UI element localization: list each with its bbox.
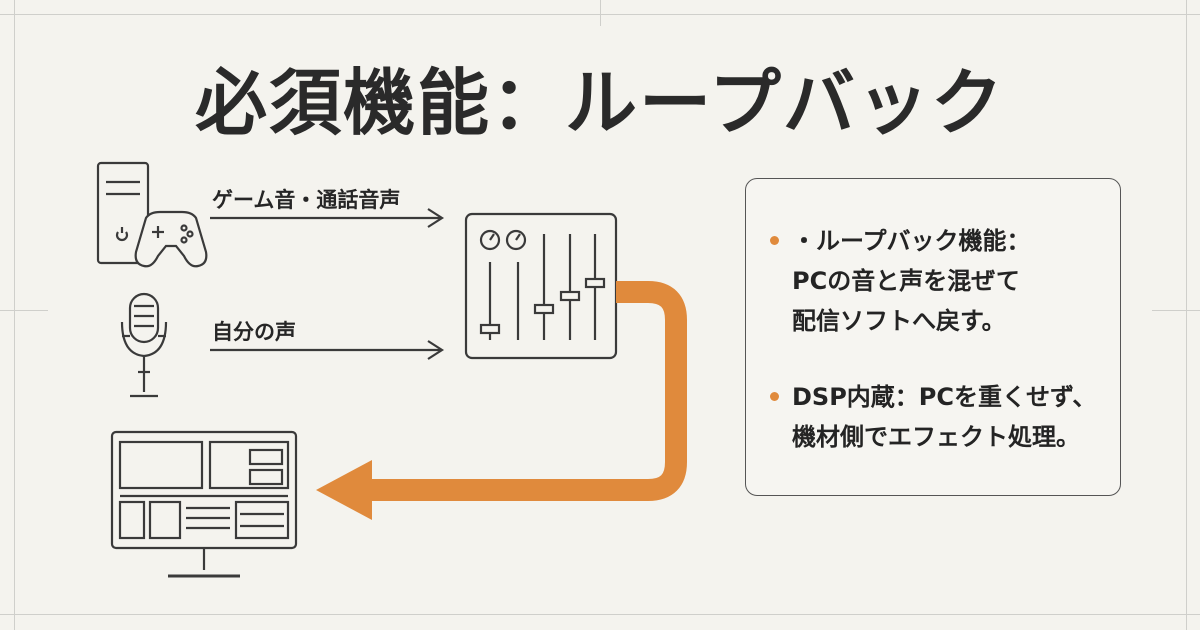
page-title: 必須機能：ループバック xyxy=(195,61,1005,145)
bullet-dot xyxy=(770,236,779,245)
gamepad-icon xyxy=(134,210,208,268)
bullet-loopback: ・ループバック機能： PCの音と声を混ぜて 配信ソフトへ戻す。 xyxy=(770,221,1110,341)
bullet-line: 配信ソフトへ戻す。 xyxy=(792,307,1006,335)
guide-line-right xyxy=(1186,0,1187,630)
bullet-line: DSP内蔵：PCを重くせず、 xyxy=(792,383,1097,411)
pc-tower-icon xyxy=(96,161,150,265)
guide-tick-top-mid xyxy=(600,0,601,26)
guide-line-left xyxy=(14,0,15,630)
guide-tick-left-mid xyxy=(0,310,48,311)
bullet-line: 機材側でエフェクト処理。 xyxy=(792,423,1080,451)
bullet-dsp: DSP内蔵：PCを重くせず、 機材側でエフェクト処理。 xyxy=(770,377,1110,457)
guide-line-bottom xyxy=(0,614,1200,615)
game-audio-arrow xyxy=(210,208,445,228)
bullet-text: ・ループバック機能： PCの音と声を混ぜて 配信ソフトへ戻す。 xyxy=(770,221,1110,341)
bullet-line: PCの音と声を混ぜて xyxy=(792,267,1020,295)
audio-mixer-icon xyxy=(464,212,618,360)
monitor-icon xyxy=(110,430,298,578)
game-audio-label: ゲーム音・通話音声 xyxy=(212,188,401,212)
info-box: ・ループバック機能： PCの音と声を混ぜて 配信ソフトへ戻す。 DSP内蔵：PC… xyxy=(745,178,1121,496)
microphone-icon xyxy=(120,292,168,398)
guide-tick-right-mid xyxy=(1152,310,1200,311)
bullet-text: DSP内蔵：PCを重くせず、 機材側でエフェクト処理。 xyxy=(770,377,1110,457)
loopback-arrow xyxy=(316,281,687,520)
bullet-line: ・ループバック機能： xyxy=(792,227,1031,255)
own-voice-arrow xyxy=(210,340,445,360)
own-voice-label: 自分の声 xyxy=(212,320,296,344)
bullet-dot xyxy=(770,392,779,401)
